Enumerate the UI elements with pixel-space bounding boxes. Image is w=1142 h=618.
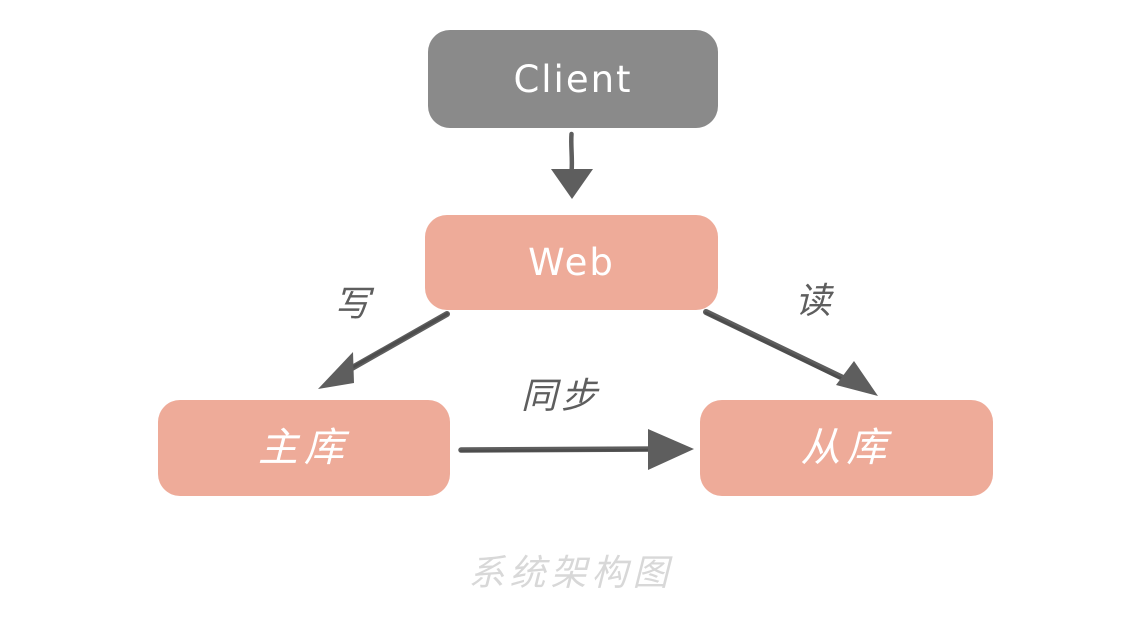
edge-web-master xyxy=(318,311,450,389)
node-web[interactable]: Web xyxy=(425,215,718,310)
node-slave-database-label: 从库 xyxy=(800,425,893,471)
edge-client-web xyxy=(551,131,593,199)
diagram-caption: 系统架构图 xyxy=(468,553,674,594)
node-master-database-label: 主库 xyxy=(258,425,350,471)
node-master-database[interactable]: 主库 xyxy=(158,400,450,496)
node-slave-database[interactable]: 从库 xyxy=(700,400,993,496)
edge-web-slave xyxy=(703,309,878,396)
edge-master-slave xyxy=(458,429,694,470)
node-web-label: Web xyxy=(528,241,615,284)
edge-label-write: 写 xyxy=(334,284,371,325)
node-client-label: Client xyxy=(513,57,633,101)
edge-label-sync: 同步 xyxy=(521,376,602,417)
edge-label-read: 读 xyxy=(795,281,832,322)
node-client[interactable]: Client xyxy=(428,30,718,128)
